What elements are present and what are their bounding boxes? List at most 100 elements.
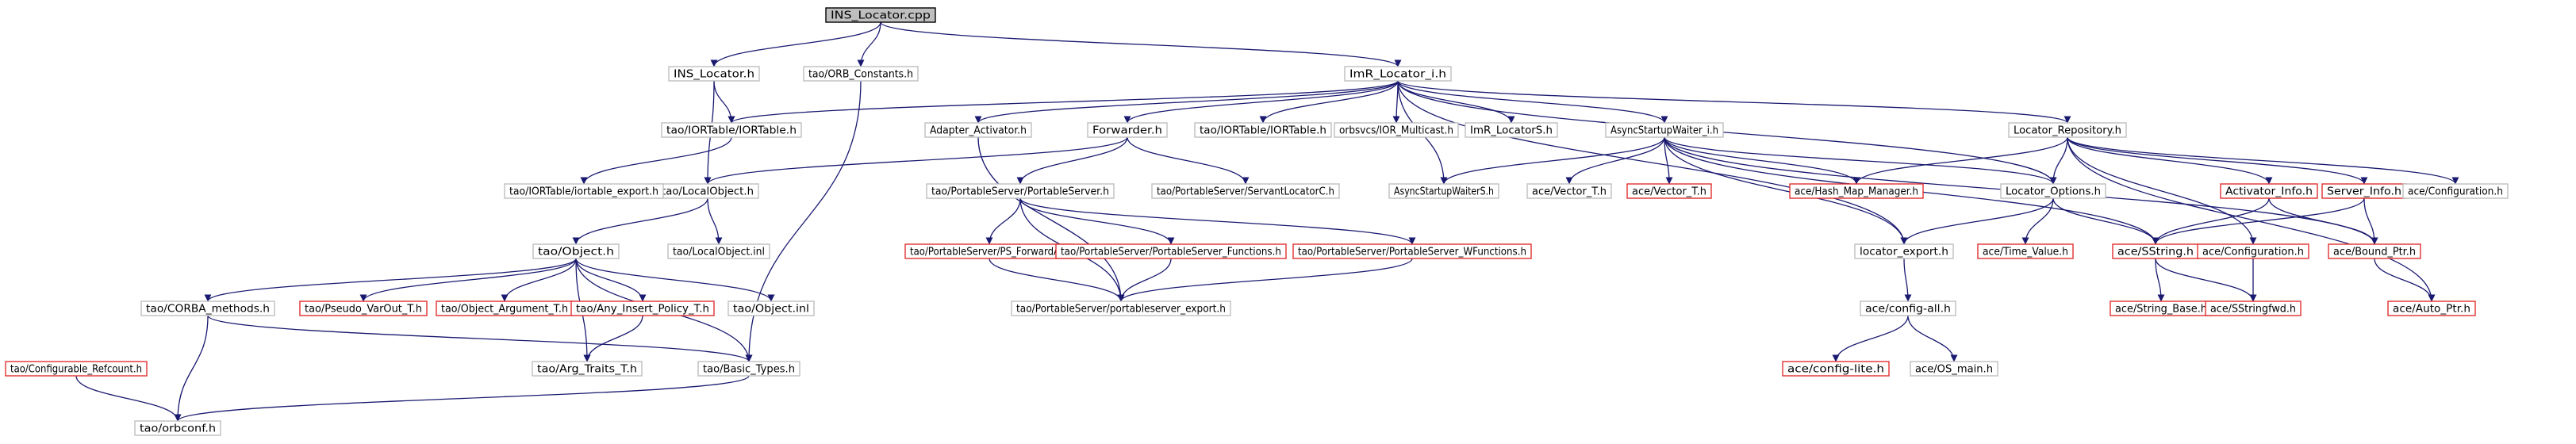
node-tao-iortable-iortable-h[interactable]: tao/IORTable/IORTable.h xyxy=(661,122,802,138)
node-ace-config-all-h[interactable]: ace/config-all.h xyxy=(1860,300,1956,316)
edge-n25-to-n36 xyxy=(1019,197,1175,245)
node-activator-info-h[interactable]: Activator_Info.h xyxy=(2220,183,2318,199)
node-box xyxy=(5,361,148,377)
node-label: tao/IORTable/IORTable.h xyxy=(666,125,797,137)
edge-n33-to-n43 xyxy=(2363,197,2378,245)
node-ace-time-value-h[interactable]: ace/Time_Value.h xyxy=(1977,243,2074,259)
node-box xyxy=(661,122,802,138)
node-tao-iortable-iortable-h[interactable]: tao/IORTable/IORTable.h xyxy=(1194,122,1332,138)
node-server-info-h[interactable]: Server_Info.h xyxy=(2321,183,2407,199)
node-tao-corba-methods-h[interactable]: tao/CORBA_methods.h xyxy=(140,300,275,316)
edge-n3-to-n39 xyxy=(1397,80,1908,245)
node-ace-vector-t-h[interactable]: ace/Vector_T.h xyxy=(1626,183,1712,199)
node-tao-orbconf-h[interactable]: tao/orbconf.h xyxy=(134,420,221,436)
node-box xyxy=(1977,243,2074,259)
node-tao-portableserver-portableserver-h[interactable]: tao/PortableServer/PortableServer.h xyxy=(926,183,1115,199)
node-ace-configuration-h[interactable]: ace/Configuration.h xyxy=(2402,183,2509,199)
node-tao-portableserver-ps-forwarda-h[interactable]: tao/PortableServer/PS_ForwardA.h xyxy=(904,243,1074,259)
node-asyncstartupwaiters-h[interactable]: AsyncStartupWaiterS.h xyxy=(1388,183,1499,199)
node-box xyxy=(2008,122,2127,138)
node-label: ace/Configuration.h xyxy=(2202,247,2304,258)
edge-n41-to-n45 xyxy=(2155,258,2165,302)
node-adapter-activator-h[interactable]: Adapter_Activator.h xyxy=(924,122,1032,138)
node-label: ace/OS_main.h xyxy=(1915,364,1993,376)
edge-n0-to-n2 xyxy=(857,21,881,67)
node-orbsvcs-ior-multicast-h[interactable]: orbsvcs/IOR_Multicast.h xyxy=(1334,122,1459,138)
edge-n3-to-n23 xyxy=(1397,80,1668,124)
node-ace-bound-ptr-h[interactable]: ace/Bound_Ptr.h xyxy=(2328,243,2421,259)
edge-n24-to-n47 xyxy=(2067,136,2436,302)
edge-n33-to-n41 xyxy=(2152,197,2365,245)
node-ins-locator-h[interactable]: INS_Locator.h xyxy=(668,66,760,82)
edge-n3-to-n4 xyxy=(727,80,1399,124)
node-locator-repository-h[interactable]: Locator_Repository.h xyxy=(2008,122,2127,138)
node-locator-options-h[interactable]: Locator_Options.h xyxy=(2000,183,2106,199)
node-imr-locator-i-h[interactable]: ImR_Locator_i.h xyxy=(1344,66,1452,82)
node-label: ace/Vector_T.h xyxy=(1532,186,1607,198)
edge-n44-to-n49 xyxy=(1907,315,1958,362)
node-ace-sstringfwd-h[interactable]: ace/SStringfwd.h xyxy=(2205,300,2302,316)
node-tao-portableserver-portableserver-functions-h[interactable]: tao/PortableServer/PortableServer_Functi… xyxy=(1055,243,1287,259)
node-tao-portableserver-portableserver-export-h[interactable]: tao/PortableServer/portableserver_export… xyxy=(1011,300,1231,316)
edge-n23-to-n27 xyxy=(1440,136,1665,185)
node-tao-object-inl[interactable]: tao/Object.inl xyxy=(727,300,815,316)
node-box xyxy=(667,243,770,259)
node-ace-config-lite-h[interactable]: ace/config-lite.h xyxy=(1782,361,1890,377)
node-box xyxy=(1526,183,1612,199)
node-label: tao/PortableServer/portableserver_export… xyxy=(1016,304,1226,316)
node-ace-configuration-h[interactable]: ace/Configuration.h xyxy=(2197,243,2309,259)
node-box xyxy=(1854,243,1954,259)
node-tao-portableserver-servantlocatorc-h[interactable]: tao/PortableServer/ServantLocatorC.h xyxy=(1151,183,1340,199)
edge-n0-to-n1 xyxy=(710,21,881,67)
node-ace-hash-map-manager-h[interactable]: ace/Hash_Map_Manager.h xyxy=(1789,183,1924,199)
node-tao-any-insert-policy-t-h[interactable]: tao/Any_Insert_Policy_T.h xyxy=(570,300,715,316)
node-label: tao/PortableServer/PortableServer_Functi… xyxy=(1061,247,1281,258)
node-box xyxy=(825,7,936,23)
node-ace-auto-ptr-h[interactable]: ace/Auto_Ptr.h xyxy=(2387,300,2476,316)
node-tao-basic-types-h[interactable]: tao/Basic_Types.h xyxy=(697,361,800,377)
node-locator-export-h[interactable]: locator_export.h xyxy=(1854,243,1954,259)
node-forwarder-h[interactable]: Forwarder.h xyxy=(1087,122,1168,138)
node-box xyxy=(727,300,815,316)
edge-n4-to-n6 xyxy=(580,136,732,185)
node-tao-localobject-inl[interactable]: tao/LocalObject.inl xyxy=(667,243,770,259)
node-tao-object-h[interactable]: tao/Object.h xyxy=(532,243,620,259)
edge-n24-to-n33 xyxy=(2067,136,2368,185)
node-box xyxy=(504,183,664,199)
node-ace-vector-t-h[interactable]: ace/Vector_T.h xyxy=(1526,183,1612,199)
edge-n19-to-n5 xyxy=(704,136,1128,185)
node-ace-string-base-h[interactable]: ace/String_Base.h xyxy=(2110,300,2213,316)
node-label: tao/Object.inl xyxy=(733,304,809,316)
edge-n7-to-n13 xyxy=(575,258,775,302)
edge-n41-to-n46 xyxy=(2155,258,2257,302)
edge-n36-to-n38 xyxy=(1117,258,1172,302)
node-label: ace/Time_Value.h xyxy=(1983,247,2068,258)
node-label: tao/Arg_Traits_T.h xyxy=(537,364,637,376)
node-label: ace/SStringfwd.h xyxy=(2210,304,2296,316)
node-label: tao/Object.h xyxy=(538,247,614,258)
node-tao-object-argument-t-h[interactable]: tao/Object_Argument_T.h xyxy=(436,300,574,316)
node-tao-iortable-iortable-export-h[interactable]: tao/IORTable/iortable_export.h xyxy=(504,183,664,199)
node-tao-pseudo-varout-t-h[interactable]: tao/Pseudo_VarOut_T.h xyxy=(299,300,428,316)
node-ace-os-main-h[interactable]: ace/OS_main.h xyxy=(1910,361,1998,377)
edge-n31-to-n39 xyxy=(1900,197,2054,245)
node-ace-sstring-h[interactable]: ace/SString.h xyxy=(2112,243,2199,259)
node-box xyxy=(1465,122,1558,138)
node-box xyxy=(1626,183,1712,199)
node-tao-localobject-h[interactable]: tao/LocalObject.h xyxy=(656,183,759,199)
node-box xyxy=(134,420,221,436)
node-tao-configurable-refcount-h[interactable]: tao/Configurable_Refcount.h xyxy=(5,361,148,377)
node-box xyxy=(1334,122,1459,138)
node-box xyxy=(2205,300,2302,316)
node-tao-portableserver-portableserver-wfunctions-h[interactable]: tao/PortableServer/PortableServer_WFunct… xyxy=(1292,243,1532,259)
edge-n9-to-n17 xyxy=(174,315,209,422)
node-label: tao/PortableServer/PortableServer_WFunct… xyxy=(1298,247,1526,258)
edge-n19-to-n25 xyxy=(1016,136,1128,185)
node-asyncstartupwaiter-i-h[interactable]: AsyncStartupWaiter_i.h xyxy=(1605,122,1724,138)
node-imr-locators-h[interactable]: ImR_LocatorS.h xyxy=(1465,122,1558,138)
edge-n14-to-n17 xyxy=(75,375,182,422)
node-box xyxy=(1344,66,1452,82)
node-tao-orb-constants-h[interactable]: tao/ORB_Constants.h xyxy=(803,66,919,82)
node-tao-arg-traits-t-h[interactable]: tao/Arg_Traits_T.h xyxy=(532,361,643,377)
edge-n24-to-n42 xyxy=(2067,136,2257,245)
